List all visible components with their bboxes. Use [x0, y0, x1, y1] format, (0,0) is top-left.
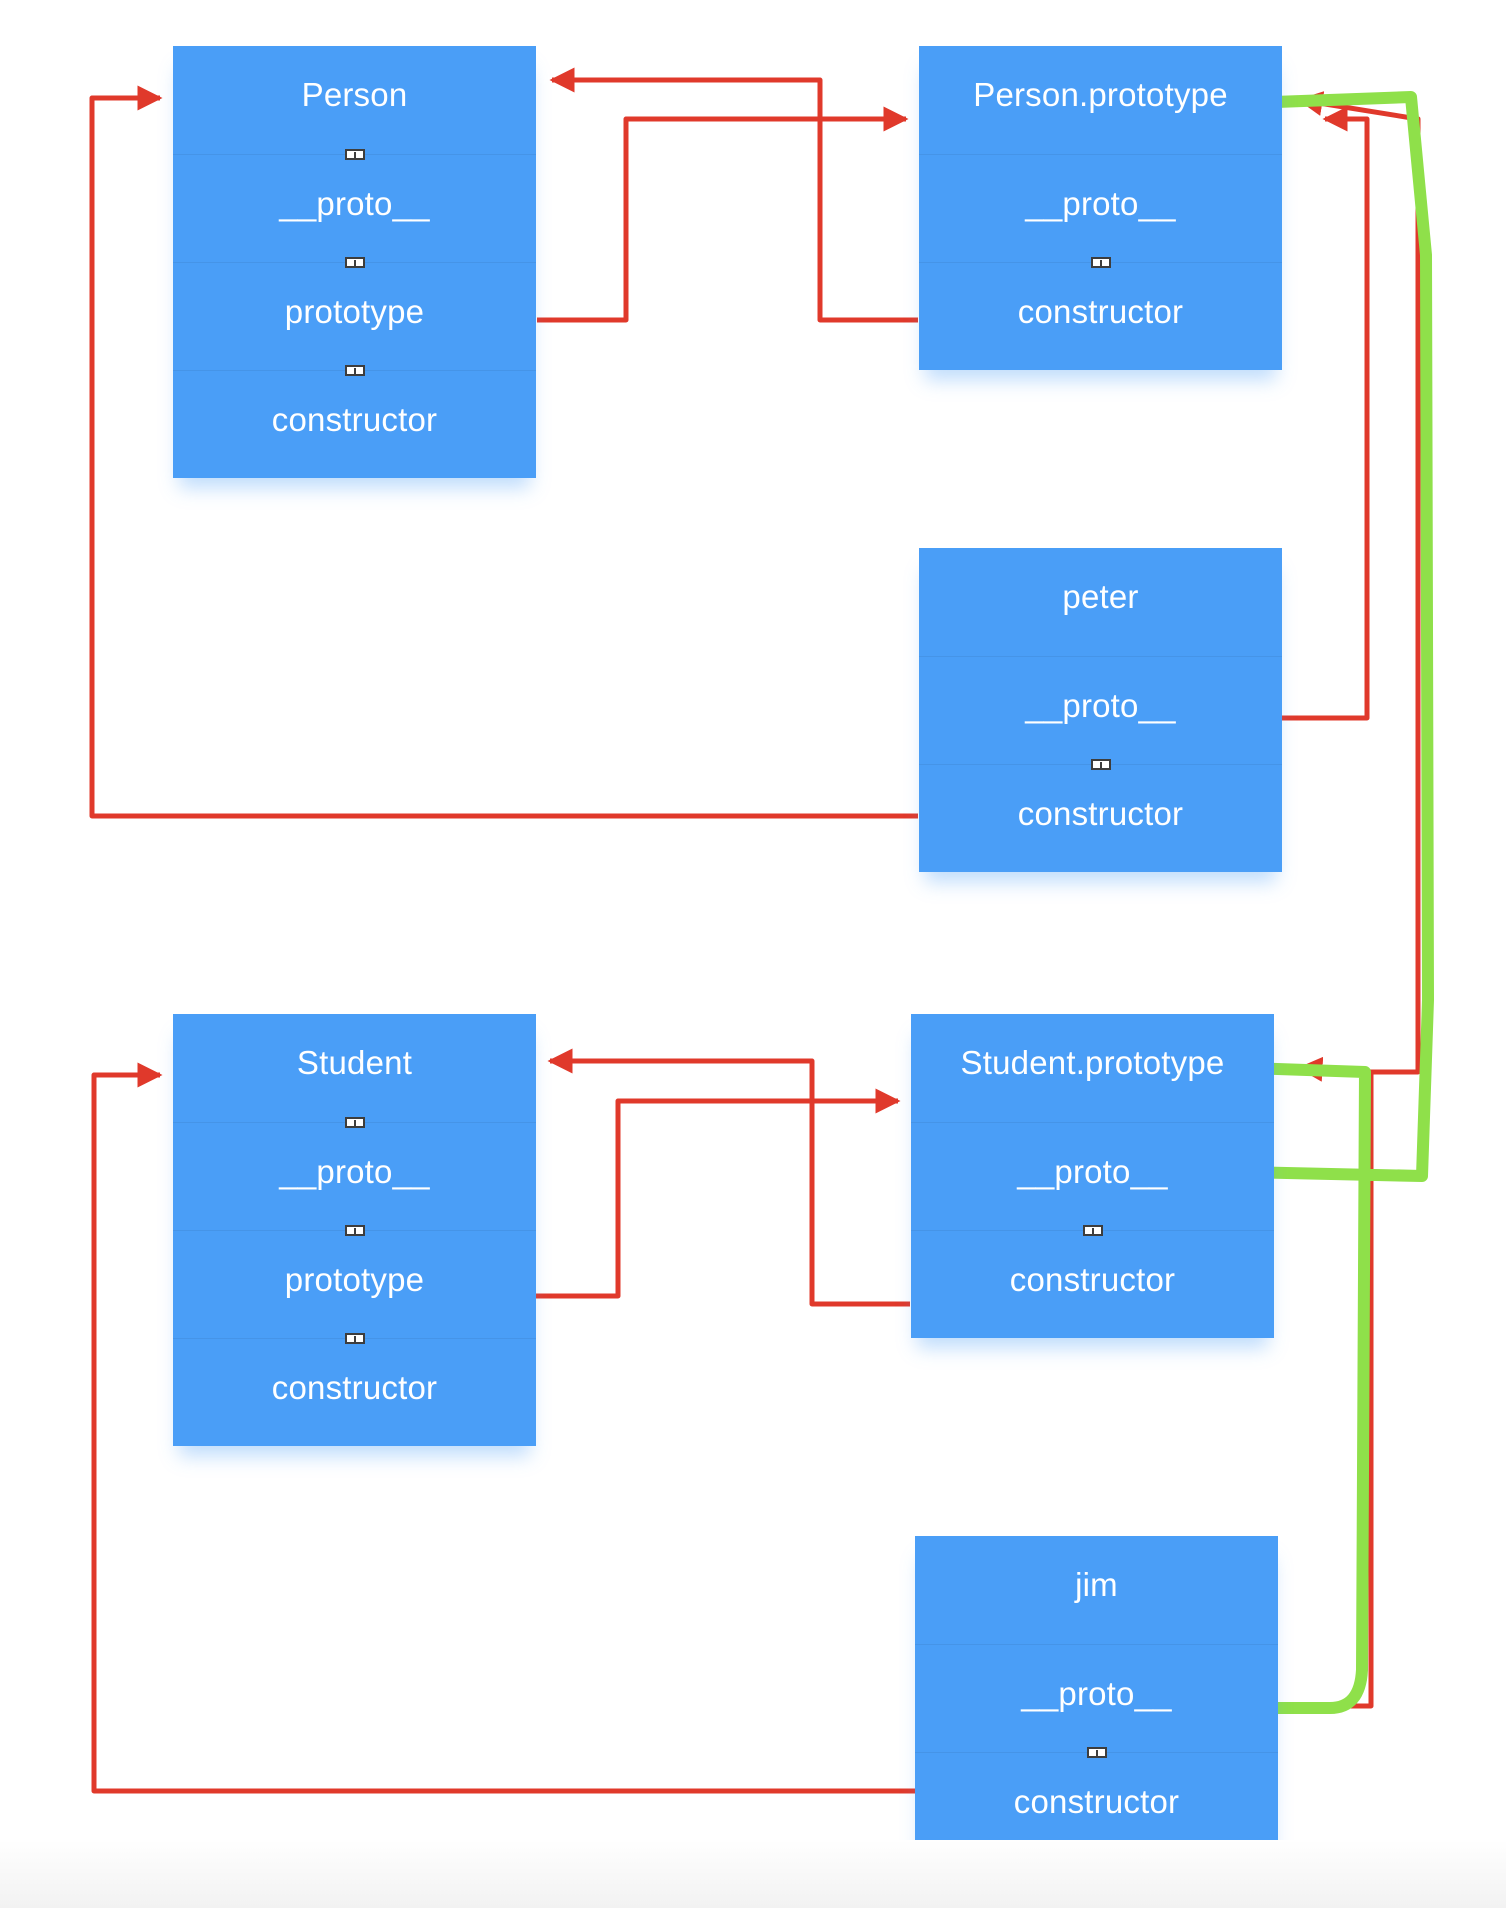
studentproto-constructor-row: constructor	[911, 1230, 1274, 1338]
studentproto-constructor-label: constructor	[1009, 1260, 1176, 1298]
personproto-constructor-label: constructor	[1017, 292, 1184, 330]
jim-title-row: jim	[915, 1536, 1278, 1644]
jim-proto-label: __proto__	[1021, 1674, 1172, 1712]
person-prototype-row: prototype	[173, 262, 536, 376]
student-proto-label: __proto__	[279, 1152, 430, 1190]
person-prototype-label: prototype	[284, 292, 425, 330]
studentproto-title-row: Student.prototype	[911, 1014, 1274, 1122]
studentproto-title: Student.prototype	[960, 1044, 1225, 1081]
studentproto-proto-row: __proto__	[911, 1122, 1274, 1236]
student-constructor-row: constructor	[173, 1338, 536, 1446]
peter-constructor-label: constructor	[1017, 794, 1184, 832]
link-handle-icon	[1086, 1747, 1107, 1758]
link-studentproto-constructor-to-student	[547, 1048, 910, 1307]
node-jim: jim __proto__ constructor	[915, 1536, 1278, 1860]
jim-constructor-label: constructor	[1013, 1782, 1180, 1820]
link-handle-icon	[344, 1117, 365, 1128]
highlight-chain-jim-to-personproto	[1237, 91, 1434, 1714]
personproto-constructor-row: constructor	[919, 262, 1282, 370]
peter-constructor-row: constructor	[919, 764, 1282, 872]
node-person: Person __proto__ prototype constructor	[173, 46, 536, 478]
personproto-proto-label: __proto__	[1025, 184, 1176, 222]
student-prototype-label: prototype	[284, 1260, 425, 1298]
student-title-row: Student	[173, 1014, 536, 1128]
link-handle-icon	[1090, 759, 1111, 770]
link-handle-icon	[344, 257, 365, 268]
peter-proto-label: __proto__	[1025, 686, 1176, 724]
link-jim-constructor-to-student	[91, 1062, 922, 1794]
person-constructor-row: constructor	[173, 370, 536, 478]
student-constructor-label: constructor	[271, 1368, 438, 1406]
peter-title-row: peter	[919, 548, 1282, 656]
bottom-fade	[0, 1840, 1506, 1908]
link-studentproto-proto-to-personproto	[1297, 91, 1421, 1075]
personproto-title: Person.prototype	[973, 76, 1228, 113]
student-title: Student	[296, 1044, 413, 1081]
node-student-prototype: Student.prototype __proto__ constructor	[911, 1014, 1274, 1338]
link-personproto-constructor-to-person	[549, 67, 918, 323]
person-title: Person	[301, 76, 408, 113]
link-handle-icon	[1082, 1225, 1103, 1236]
link-student-prototype-to-studentproto	[527, 1088, 901, 1299]
link-person-prototype-to-personproto	[537, 106, 909, 323]
node-student: Student __proto__ prototype constructor	[173, 1014, 536, 1446]
link-handle-icon	[344, 365, 365, 376]
student-proto-row: __proto__	[173, 1122, 536, 1236]
person-constructor-label: constructor	[271, 400, 438, 438]
person-proto-label: __proto__	[279, 184, 430, 222]
peter-proto-row: __proto__	[919, 656, 1282, 770]
jim-title: jim	[1075, 1566, 1118, 1603]
link-handle-icon	[344, 1333, 365, 1344]
jim-proto-row: __proto__	[915, 1644, 1278, 1758]
node-person-prototype: Person.prototype __proto__ constructor	[919, 46, 1282, 370]
student-prototype-row: prototype	[173, 1230, 536, 1344]
personproto-title-row: Person.prototype	[919, 46, 1282, 154]
link-handle-icon	[344, 1225, 365, 1236]
peter-title: peter	[1062, 578, 1139, 615]
link-handle-icon	[344, 149, 365, 160]
person-title-row: Person	[173, 46, 536, 160]
link-handle-icon	[1090, 257, 1111, 268]
link-peter-proto-to-personproto	[1282, 106, 1370, 721]
personproto-proto-row: __proto__	[919, 154, 1282, 268]
person-proto-row: __proto__	[173, 154, 536, 268]
link-peter-constructor-to-person	[89, 85, 918, 819]
studentproto-proto-label: __proto__	[1017, 1152, 1168, 1190]
node-peter: peter __proto__ constructor	[919, 548, 1282, 872]
